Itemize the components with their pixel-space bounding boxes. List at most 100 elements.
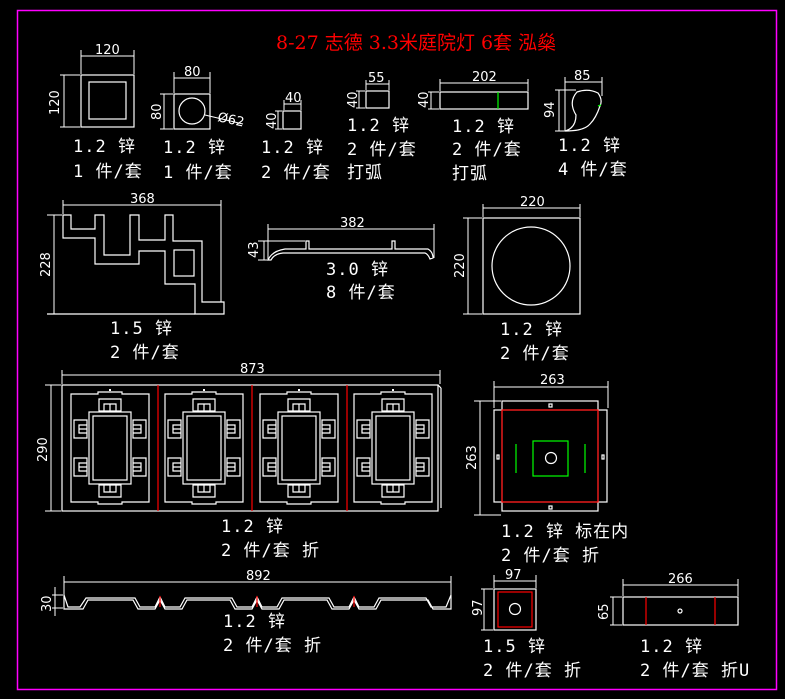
pane-window [375, 415, 411, 481]
pane-frame [70, 391, 150, 505]
part-6: 85 94 1.2 锌 4 件/套 [543, 69, 627, 180]
pane-motif [321, 457, 336, 477]
part-7: 368 228 1.5 锌 2 件/套 [39, 192, 225, 363]
part-10-qty: 2 件/套 折 [221, 541, 320, 561]
part-9-outline [482, 217, 581, 315]
part-7-material: 1.5 锌 [110, 319, 173, 339]
pane-motif [167, 457, 182, 477]
part-1-inner [88, 81, 127, 120]
pane-window [281, 415, 317, 481]
part-5-note: 打弧 [452, 164, 488, 184]
part-9-height: 220 [453, 253, 468, 278]
part-9-material: 1.2 锌 [500, 320, 563, 340]
pane-middle [182, 411, 226, 485]
part-12-profile [63, 594, 452, 610]
part-6-material: 1.2 锌 [558, 136, 621, 156]
part-9-hole [491, 226, 571, 306]
pane-frame [353, 391, 433, 505]
pane-motif [262, 457, 277, 477]
part-5-material: 1.2 锌 [452, 117, 515, 137]
part-1-outline [80, 74, 135, 128]
pane-motif [226, 419, 241, 439]
pane-motif [321, 419, 336, 439]
pane-motif [287, 484, 311, 498]
pane-dot [392, 389, 394, 391]
pane-dot [109, 389, 111, 391]
pane-motif [381, 484, 405, 498]
part-11-qty: 2 件/套 折 [501, 546, 600, 566]
part-11-width: 263 [540, 373, 565, 388]
part-11-outer-h [493, 409, 608, 503]
part-4-outline [365, 90, 390, 109]
part-3-outline [282, 110, 302, 130]
part-11: 263 263 1.2 锌 标在内 2 件/套 折 [465, 373, 629, 566]
part-8-height: 43 [247, 241, 262, 258]
part-2-qty: 1 件/套 [163, 163, 233, 183]
pane-window [92, 415, 128, 481]
pane-motif [98, 398, 122, 412]
part-11-material: 1.2 锌 标在内 [501, 522, 629, 542]
part-13-material: 1.5 锌 [483, 637, 546, 657]
part-12-width: 892 [246, 569, 271, 584]
part-14-hole [677, 608, 683, 614]
part-2: 80 80 Ø62 1.2 锌 1 件/套 [150, 65, 245, 183]
pane-motif [287, 398, 311, 412]
part-9: 220 220 1.2 锌 2 件/套 [453, 195, 581, 364]
pane-motif [73, 457, 88, 477]
part-5-outline [439, 91, 529, 110]
part-3: 40 40 1.2 锌 2 件/套 [261, 91, 330, 183]
pane-frame [259, 391, 339, 505]
pane-motif [98, 484, 122, 498]
part-12-qty: 2 件/套 折 [223, 636, 322, 656]
pane-middle [277, 411, 321, 485]
pane-dot [298, 389, 300, 391]
part-8: 382 43 3.0 锌 8 件/套 [247, 216, 435, 303]
part-8-profile [267, 240, 434, 261]
drawing-title: 8-27 志德 3.3米庭院灯 6套 泓燊 [276, 32, 556, 54]
part-4-note: 打弧 [347, 163, 383, 183]
part-13-hole [508, 602, 522, 616]
part-2-material: 1.2 锌 [163, 138, 226, 158]
pane-window [186, 415, 222, 481]
pane-motif [356, 419, 371, 439]
part-14-qty: 2 件/套 折U [640, 661, 750, 681]
part-13-qty: 2 件/套 折 [483, 661, 582, 681]
part-12: 892 30 1.2 锌 2 件/套 折 [40, 569, 452, 656]
part-7-outline [62, 214, 225, 315]
part-13-fold-lines [497, 591, 533, 628]
pane-motif [356, 457, 371, 477]
part-10-height: 290 [36, 437, 51, 462]
part-10-outline [61, 384, 439, 512]
part-2-width: 80 [184, 65, 201, 80]
part-14-material: 1.2 锌 [640, 637, 703, 657]
part-2-hole-diameter: Ø62 [216, 110, 245, 130]
pane-motif [262, 419, 277, 439]
pane-frame [164, 391, 244, 505]
pane-motif [381, 398, 405, 412]
part-5: 202 40 1.2 锌 2 件/套 打弧 [417, 70, 529, 184]
part-9-qty: 2 件/套 [500, 344, 570, 364]
part-11-center-mark [532, 440, 569, 477]
part-2-hole [178, 97, 206, 125]
part-7-window [173, 249, 195, 277]
part-10-material: 1.2 锌 [221, 517, 284, 537]
part-8-width: 382 [340, 216, 365, 231]
part-10-width: 873 [240, 362, 265, 377]
pane-motif [192, 398, 216, 412]
part-10-panes [70, 385, 433, 511]
pane-dot [203, 389, 205, 391]
part-6-height: 94 [543, 101, 558, 118]
part-4-height: 40 [346, 91, 361, 108]
part-12-material: 1.2 锌 [223, 612, 286, 632]
part-3-material: 1.2 锌 [261, 138, 324, 158]
pane-middle [371, 411, 415, 485]
part-1: 120 120 1.2 锌 1 件/套 [48, 43, 143, 182]
pane-motif [415, 419, 430, 439]
part-14-width: 266 [668, 572, 693, 587]
pane-motif [132, 457, 147, 477]
part-1-qty: 1 件/套 [73, 162, 143, 182]
part-7-height: 228 [39, 252, 54, 277]
part-2-outline [173, 93, 211, 130]
part-13-width: 97 [505, 568, 522, 583]
